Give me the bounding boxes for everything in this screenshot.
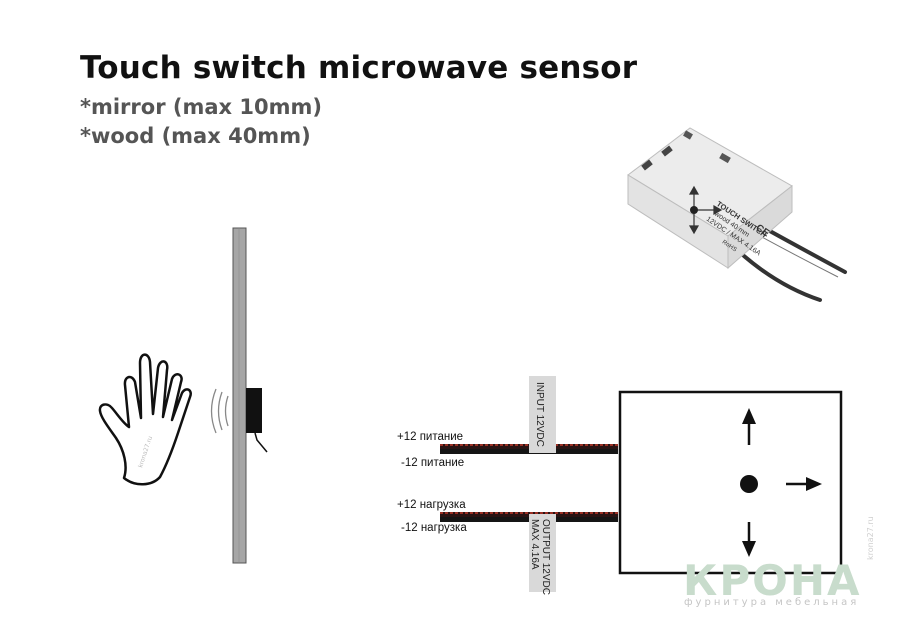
panel-cross-section xyxy=(232,227,247,564)
input-label-box: INPUT 12VDC xyxy=(529,376,556,453)
output-box-text-1: OUTPUT 12VDC xyxy=(540,519,551,595)
brand-tagline: фурнитура мебельная xyxy=(684,597,860,608)
output-label-box: OUTPUT 12VDC MAX 4.16A xyxy=(529,514,556,595)
input-minus-label: -12 питание xyxy=(401,457,464,469)
arrow-down-icon xyxy=(742,522,756,557)
input-box-text: INPUT 12VDC xyxy=(534,382,545,447)
brand-logo: КРОНА xyxy=(683,556,862,605)
wood-thickness-note: *wood (max 40mm) xyxy=(80,124,311,148)
output-plus-label: +12 нагрузка xyxy=(397,499,466,511)
output-minus-label: -12 нагрузка xyxy=(401,522,467,534)
brand-site: krona27.ru xyxy=(866,516,875,560)
arrow-up-icon xyxy=(742,408,756,445)
diagram-title: Touch switch microwave sensor xyxy=(80,50,638,86)
sensor-module-side xyxy=(246,388,268,453)
output-box-text-2: MAX 4.16A xyxy=(529,519,540,570)
mirror-thickness-note: *mirror (max 10mm) xyxy=(80,95,322,119)
device-photo: TOUCH SWITCH wood 40 mm 12VDC / MAX 4.16… xyxy=(627,127,847,302)
input-plus-label: +12 питание xyxy=(397,431,463,443)
wave-arcs-icon xyxy=(210,388,229,434)
sensor-module-schematic xyxy=(618,390,843,575)
sensor-dot-icon xyxy=(740,475,758,493)
hand-icon: krona27.ru xyxy=(98,353,192,486)
arrow-right-icon xyxy=(786,477,822,491)
